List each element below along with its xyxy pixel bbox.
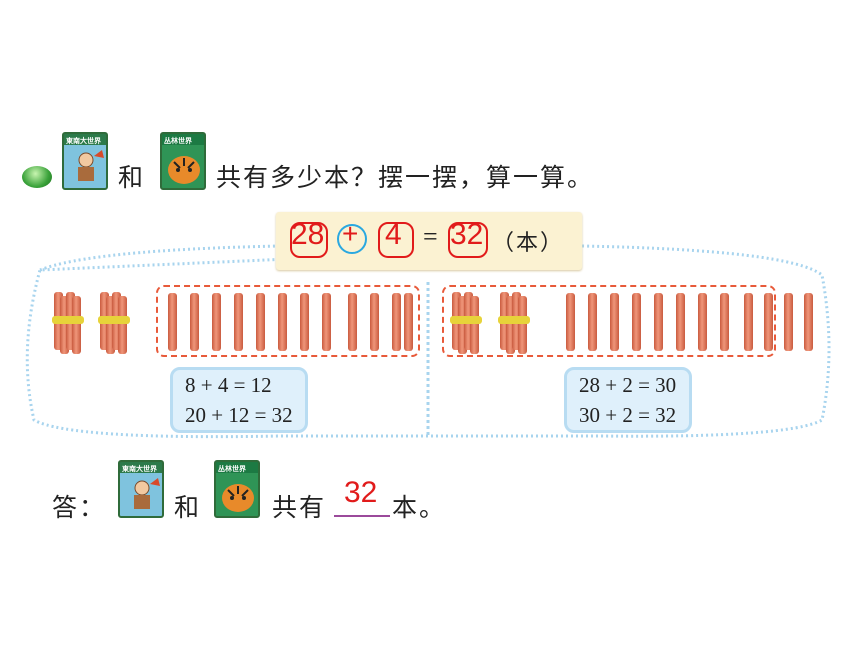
result-box [448,222,488,258]
loose-stick [190,293,199,351]
stick-bundle [450,292,482,354]
loose-stick [676,293,685,351]
loose-stick [566,293,575,351]
left-calc-box: 8 + 4 = 12 20 + 12 = 32 [170,367,308,433]
question-text: 共有多少本？摆一摆，算一算。 [216,163,595,192]
loose-stick [804,293,813,351]
bundle-stick [518,296,527,354]
book-cover-boy-icon: 東南大世界 [62,132,108,190]
boy-illustration [78,150,104,181]
loose-stick [720,293,729,351]
loose-stick [212,293,221,351]
bundle-stick [470,296,479,354]
bundle-band [450,316,482,324]
loose-stick [278,293,287,351]
loose-stick [588,293,597,351]
and-text-2: 和 [174,493,202,522]
unit-label: （本） [492,231,565,256]
bundle-band [98,316,130,324]
operator-circle [337,224,367,254]
right-calc-line-2: 30 + 2 = 32 [579,403,677,427]
answer-value: 32 [344,476,378,509]
loose-stick [654,293,663,351]
book-cover-boy-icon: 東南大世界 [118,460,164,518]
loose-stick [698,293,707,351]
book-title: 丛林世界 [218,465,246,473]
stick-bundle [52,292,84,354]
bundle-stick [60,296,69,354]
answer-mid: 共有 [272,493,327,522]
bundle-stick [118,296,127,354]
equals-sign: = [423,222,438,251]
loose-stick [300,293,309,351]
left-calc-line-2: 20 + 12 = 32 [185,403,293,427]
right-dashed-box [442,285,776,357]
answer-underline [334,515,390,517]
loose-stick [168,293,177,351]
green-bullet-icon [22,166,52,188]
bundle-band [52,316,84,324]
loose-stick [404,293,413,351]
addend-a-box [290,222,328,258]
stick-bundle [498,292,530,354]
result: 32 [450,218,484,251]
bundle-stick [458,296,467,354]
book-title: 東南大世界 [122,465,157,473]
boy-illustration [134,478,160,509]
book-title: 東南大世界 [66,137,101,145]
and-text-1: 和 [118,163,146,192]
loose-stick [764,293,773,351]
bundle-stick [72,296,81,354]
loose-stick [632,293,641,351]
bundle-band [498,316,530,324]
book-cover-tiger-icon: 丛林世界 [160,132,206,190]
loose-stick [392,293,401,351]
answer-suffix: 本。 [392,493,447,522]
loose-stick [744,293,753,351]
tiger-illustration [222,484,254,512]
loose-stick [370,293,379,351]
stick-bundle [98,292,130,354]
left-dashed-box [156,285,420,357]
bundle-stick [506,296,515,354]
loose-stick [610,293,619,351]
tiger-illustration [168,156,200,184]
book-cover-tiger-icon: 丛林世界 [214,460,260,518]
addend-b: 4 [385,218,402,251]
bundle-stick [106,296,115,354]
addend-b-box [378,222,414,258]
right-calc-line-1: 28 + 2 = 30 [579,373,677,397]
left-calc-line-1: 8 + 4 = 12 [185,373,272,397]
loose-stick [234,293,243,351]
loose-stick [256,293,265,351]
loose-stick [784,293,793,351]
right-calc-box: 28 + 2 = 30 30 + 2 = 32 [564,367,692,433]
loose-stick [348,293,357,351]
answer-prefix: 答： [52,493,107,522]
loose-stick [322,293,331,351]
addend-a: 28 [291,218,325,251]
book-title: 丛林世界 [164,137,192,145]
operator: + [342,218,359,249]
